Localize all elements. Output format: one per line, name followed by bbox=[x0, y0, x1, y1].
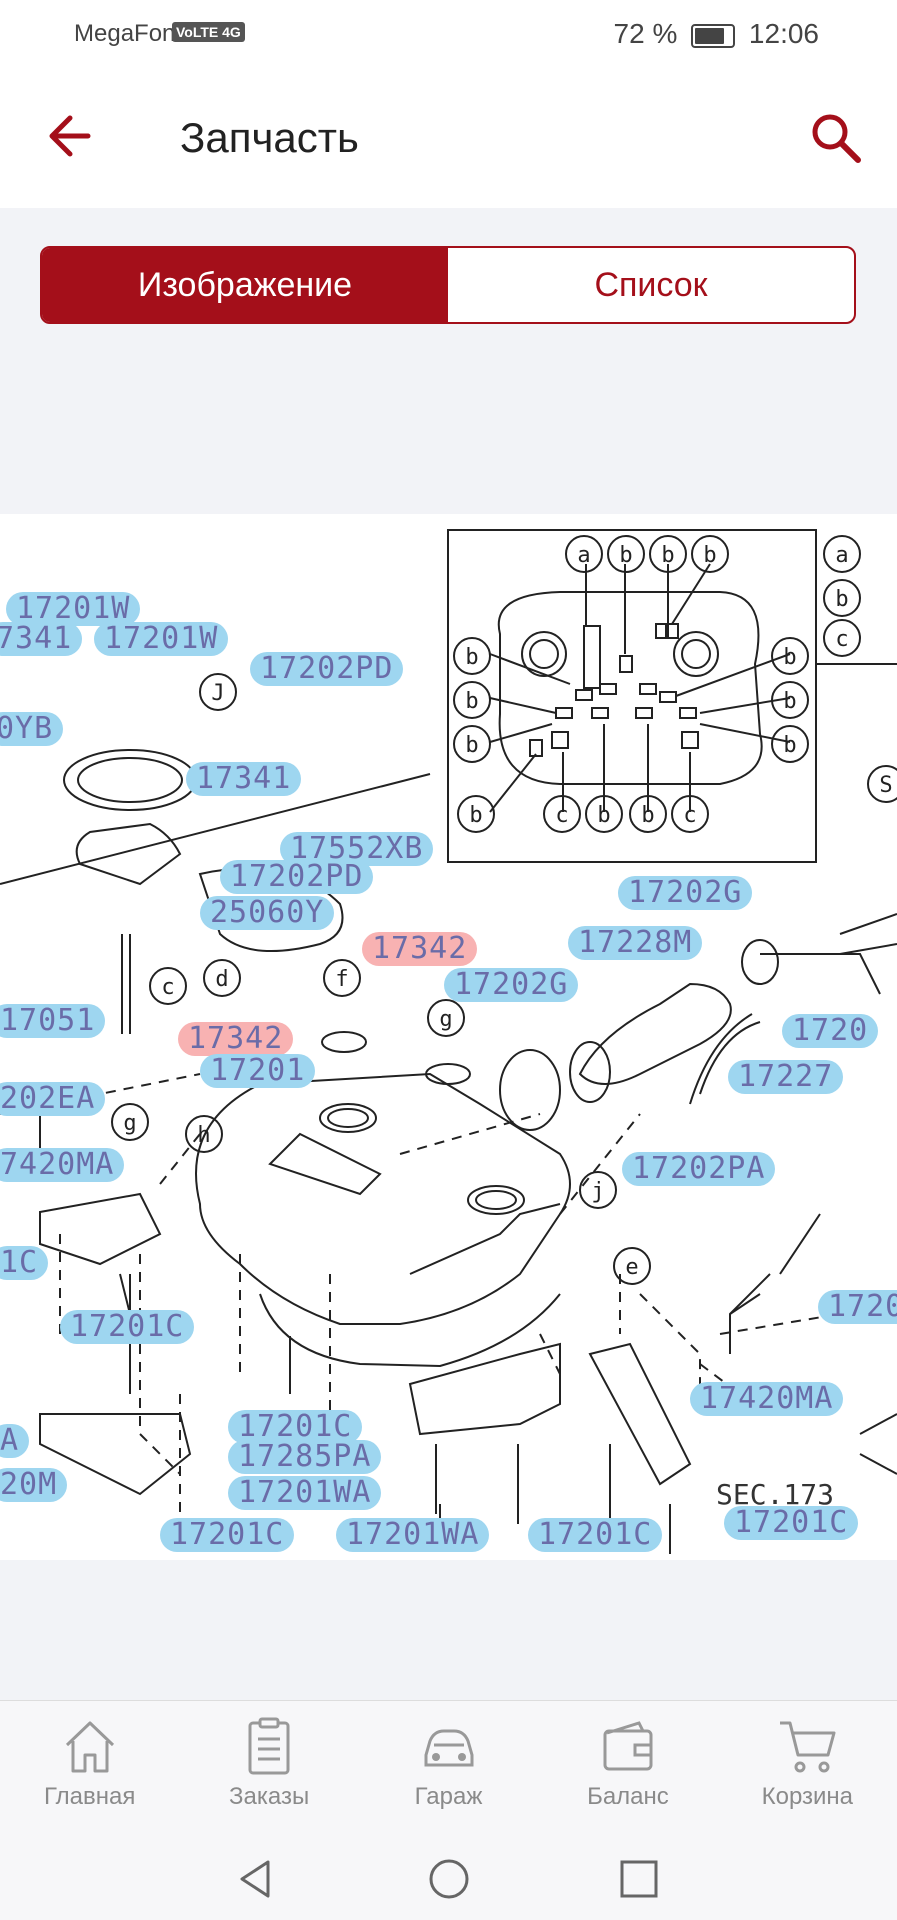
part-label[interactable]: 20M bbox=[0, 1468, 68, 1502]
part-label[interactable]: 17420MA bbox=[690, 1382, 844, 1416]
highlighted-part-label[interactable]: 17342 bbox=[178, 1022, 294, 1056]
clock: 12:06 bbox=[748, 18, 819, 49]
part-label[interactable]: 17202PD bbox=[220, 860, 374, 894]
nav-cart[interactable]: Корзина bbox=[718, 1701, 897, 1837]
part-label[interactable]: 17201 bbox=[200, 1054, 316, 1088]
text-mark: a bbox=[577, 543, 590, 568]
system-back-icon[interactable] bbox=[234, 1856, 280, 1902]
diagram-drawing: a b b b a b c b b b b b b b c b b c f g … bbox=[0, 529, 897, 1554]
car-icon bbox=[424, 1729, 474, 1767]
part-label[interactable]: 17201WA bbox=[336, 1518, 490, 1552]
part-label[interactable]: 1720 bbox=[818, 1290, 897, 1324]
text-mark: j bbox=[591, 1179, 604, 1204]
text-mark: b bbox=[597, 803, 610, 828]
system-home-icon[interactable] bbox=[426, 1856, 472, 1902]
system-navigation-bar bbox=[0, 1836, 897, 1920]
search-icon[interactable] bbox=[808, 110, 864, 166]
nav-orders[interactable]: Заказы bbox=[179, 1701, 358, 1837]
text-mark: b bbox=[469, 803, 482, 828]
text-mark: b bbox=[465, 689, 478, 714]
part-label[interactable]: 17201C bbox=[160, 1518, 295, 1552]
battery-percent: 72 % bbox=[613, 18, 678, 49]
nav-garage[interactable]: Гараж bbox=[359, 1701, 538, 1837]
text-mark: c bbox=[555, 803, 568, 828]
part-label[interactable]: 17201W bbox=[6, 592, 141, 626]
text-mark: b bbox=[641, 803, 654, 828]
text-mark: g bbox=[439, 1007, 452, 1032]
home-icon bbox=[65, 1721, 114, 1773]
part-label[interactable]: 17202PD bbox=[250, 652, 404, 686]
battery-icon bbox=[691, 23, 736, 48]
part-label[interactable]: 17227 bbox=[728, 1060, 844, 1094]
part-label[interactable]: 17051 bbox=[0, 1004, 106, 1038]
tab-image[interactable]: Изображение bbox=[42, 248, 448, 322]
back-arrow-icon[interactable] bbox=[40, 108, 96, 164]
part-label[interactable]: 7341 bbox=[0, 622, 83, 656]
part-label[interactable]: 17285PA bbox=[228, 1440, 382, 1474]
part-label[interactable]: 17228M bbox=[568, 926, 703, 960]
text-mark: c bbox=[161, 975, 174, 1000]
nav-label: Гараж bbox=[414, 1783, 483, 1810]
text-mark: J bbox=[211, 681, 224, 706]
part-label[interactable]: 17202G bbox=[618, 876, 753, 910]
text-mark: a bbox=[835, 543, 848, 568]
nav-label: Корзина bbox=[761, 1783, 854, 1810]
part-label[interactable]: 17201W bbox=[94, 622, 229, 656]
part-label[interactable]: 17201C bbox=[228, 1410, 363, 1444]
section-reference: SEC.173 bbox=[716, 1478, 834, 1511]
page-title: Запчасть bbox=[180, 114, 359, 161]
system-recents-icon[interactable] bbox=[616, 1856, 662, 1902]
parts-diagram[interactable]: a b b b a b c b b b b b b b c b b c f g … bbox=[0, 514, 897, 1560]
part-label[interactable]: 17201C bbox=[528, 1518, 663, 1552]
part-label[interactable]: A bbox=[0, 1424, 30, 1458]
part-label[interactable]: 1C bbox=[0, 1246, 49, 1280]
view-toggle: Изображение Список bbox=[40, 246, 856, 324]
part-label[interactable]: 17202G bbox=[444, 968, 579, 1002]
text-mark: c bbox=[683, 803, 696, 828]
text-mark: b bbox=[703, 543, 716, 568]
nav-label: Баланс bbox=[587, 1783, 669, 1810]
part-label[interactable]: 17202PA bbox=[622, 1152, 776, 1186]
text-mark: e bbox=[625, 1255, 638, 1280]
text-mark: b bbox=[783, 733, 796, 758]
text-mark: f bbox=[335, 967, 348, 992]
text-mark: h bbox=[197, 1123, 210, 1148]
carrier-name: MegaFon bbox=[74, 20, 176, 47]
text-mark: b bbox=[783, 645, 796, 670]
text-mark: d bbox=[215, 967, 228, 992]
text-mark: b bbox=[619, 543, 632, 568]
text-mark: c bbox=[835, 627, 848, 652]
highlighted-part-label[interactable]: 17342 bbox=[362, 932, 478, 966]
text-mark: b bbox=[661, 543, 674, 568]
text-mark: b bbox=[835, 587, 848, 612]
part-label[interactable]: 17201WA bbox=[228, 1476, 382, 1510]
part-label[interactable]: 1720 bbox=[782, 1014, 879, 1048]
nav-label: Заказы bbox=[229, 1783, 310, 1810]
text-mark: b bbox=[465, 733, 478, 758]
status-bar: MegaFon VoLTE 4G 72 % 12:06 bbox=[0, 0, 897, 66]
part-label[interactable]: 7420MA bbox=[0, 1148, 125, 1182]
status-right: 72 % 12:06 bbox=[614, 18, 819, 50]
nav-label: Главная bbox=[44, 1783, 136, 1810]
part-label[interactable]: 17201C bbox=[724, 1506, 859, 1540]
text-mark: b bbox=[783, 689, 796, 714]
network-badge: VoLTE 4G bbox=[172, 22, 245, 42]
nav-home[interactable]: Главная bbox=[0, 1701, 179, 1837]
part-label[interactable]: 17341 bbox=[186, 762, 302, 796]
wallet-icon bbox=[603, 1721, 653, 1771]
part-label[interactable]: 202EA bbox=[0, 1082, 106, 1116]
part-label[interactable]: 0YB bbox=[0, 712, 64, 746]
part-label[interactable]: 17552XB bbox=[280, 832, 434, 866]
text-mark: S bbox=[879, 773, 892, 798]
tab-list[interactable]: Список bbox=[594, 265, 708, 304]
cart-icon bbox=[780, 1721, 836, 1773]
text-mark: b bbox=[465, 645, 478, 670]
text-mark: g bbox=[123, 1111, 136, 1136]
bottom-navigation: Главная Заказы Гараж Баланс Корзина bbox=[0, 1700, 897, 1837]
app-bar: Запчасть bbox=[0, 66, 897, 208]
orders-icon bbox=[248, 1717, 290, 1775]
part-label[interactable]: 25060Y bbox=[200, 896, 335, 930]
nav-balance[interactable]: Баланс bbox=[538, 1701, 717, 1837]
part-label[interactable]: 17201C bbox=[60, 1310, 195, 1344]
